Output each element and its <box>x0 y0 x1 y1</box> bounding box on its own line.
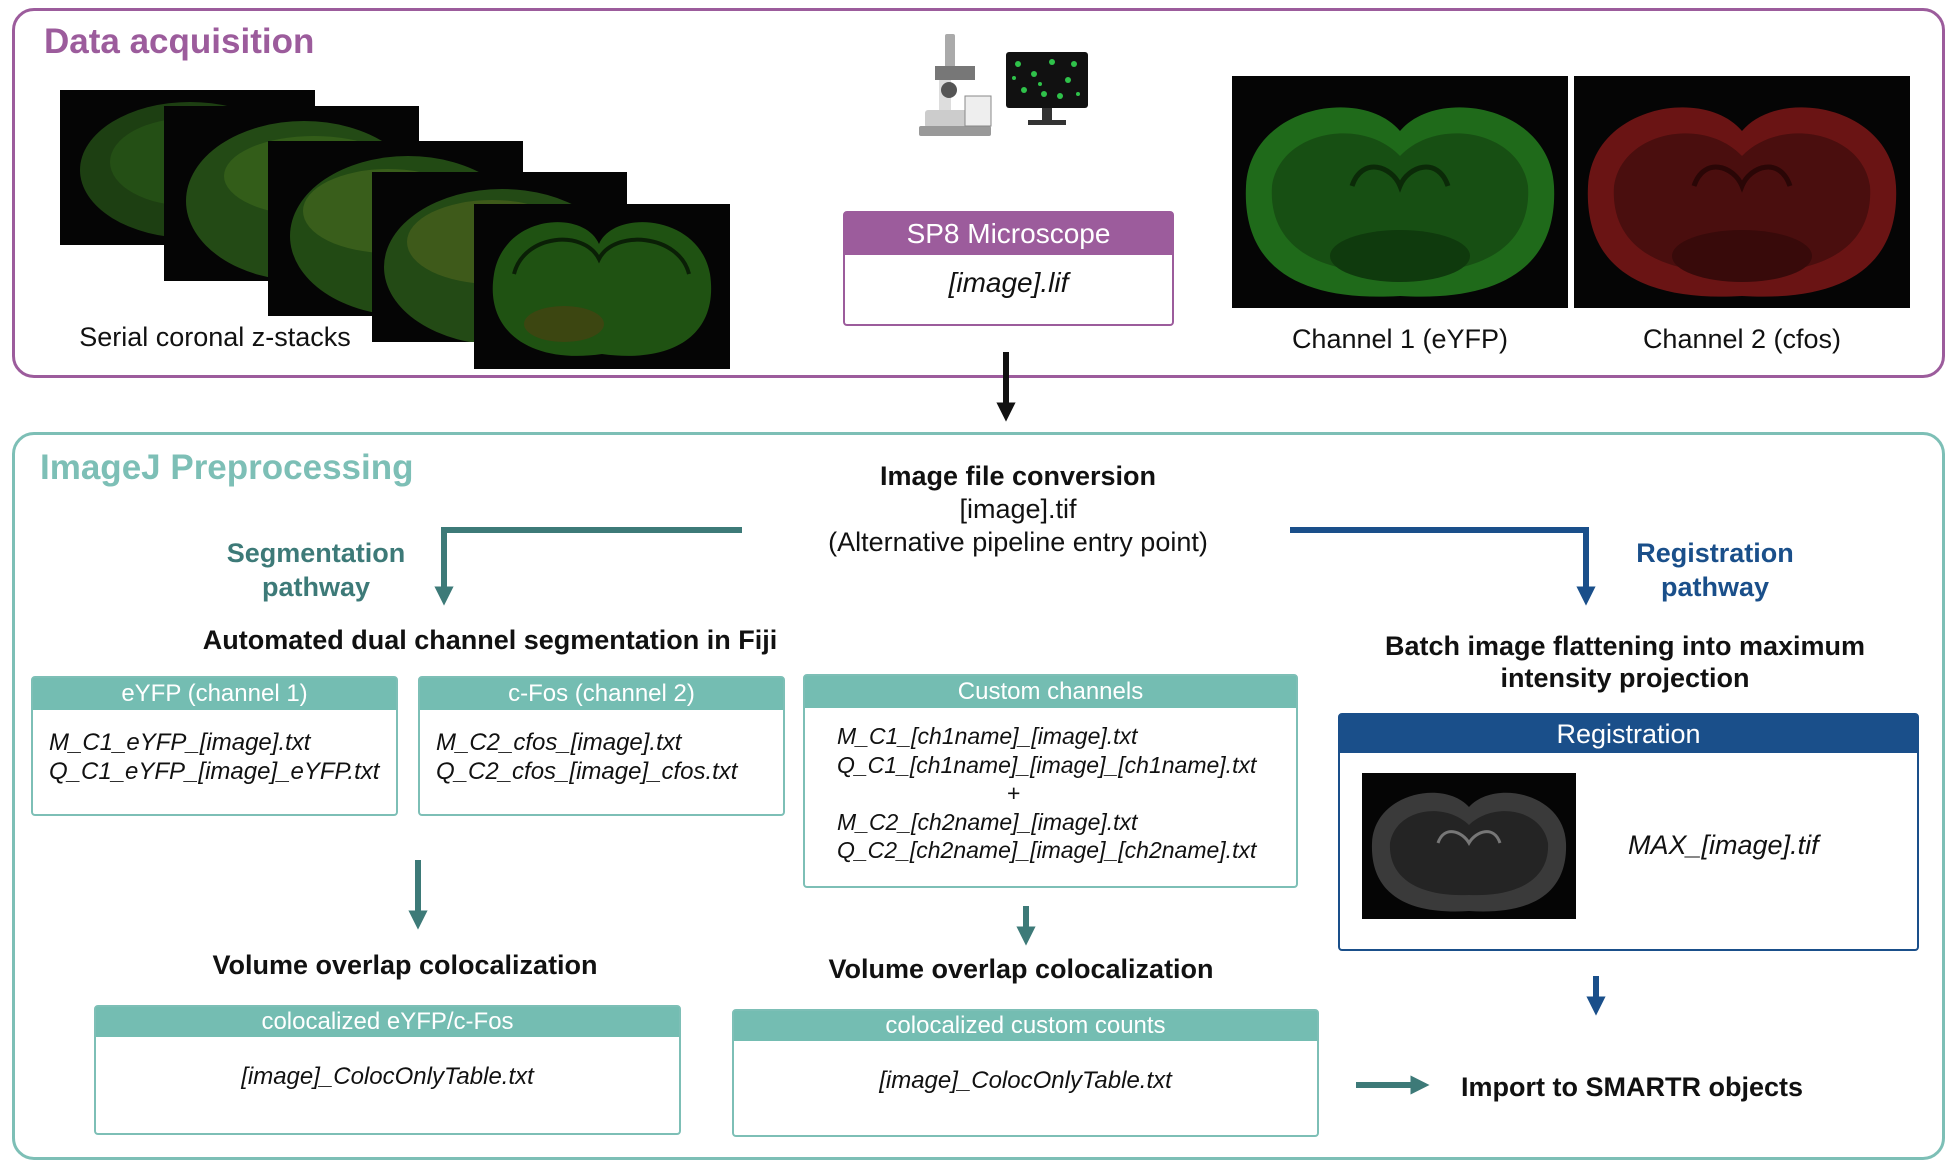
cfos-channel-box: c-Fos (channel 2) M_C2_cfos_[image].txt … <box>418 676 785 816</box>
data-acquisition-title: Data acquisition <box>44 22 315 61</box>
coloc-heading-mid: Volume overlap colocalization <box>828 954 1214 984</box>
conversion-heading: Image file conversion <box>879 461 1157 491</box>
cfos-q-file: Q_C2_cfos_[image]_cfos.txt <box>436 758 738 785</box>
coloc-custom-counts-box: colocalized custom counts [image]_ColocO… <box>732 1009 1319 1137</box>
custom-q-c1-file: Q_C1_[ch1name]_[image]_[ch1name].txt <box>837 751 1257 778</box>
flatten-heading: Batch image flattening into maximum inte… <box>1340 630 1910 694</box>
eyfp-m-file: M_C1_eYFP_[image].txt <box>49 729 311 756</box>
lif-file-label: [image].lif <box>948 267 1069 298</box>
custom-q-c2-file: Q_C2_[ch2name]_[image]_[ch2name].txt <box>837 837 1257 863</box>
eyfp-channel-box: eYFP (channel 1) M_C1_eYFP_[image].txt Q… <box>31 676 398 816</box>
max-projection-image <box>1362 773 1576 919</box>
coloc-left-header: colocalized eYFP/c-Fos <box>96 1007 679 1037</box>
max-tif-file: MAX_[image].tif <box>1628 830 1819 860</box>
eyfp-box-header: eYFP (channel 1) <box>33 678 396 710</box>
imagej-preprocessing-panel <box>12 432 1945 1160</box>
coloc-left-file: [image]_ColocOnlyTable.txt <box>241 1063 534 1090</box>
segmentation-heading: Automated dual channel segmentation in F… <box>202 625 778 655</box>
coloc-eyfp-cfos-box: colocalized eYFP/c-Fos [image]_ColocOnly… <box>94 1005 681 1135</box>
cfos-box-header: c-Fos (channel 2) <box>420 678 783 710</box>
sp8-microscope-box: SP8 Microscope [image].lif <box>843 211 1174 326</box>
eyfp-q-file: Q_C1_eYFP_[image]_eYFP.txt <box>49 758 380 785</box>
custom-m-c1-file: M_C1_[ch1name]_[image].txt <box>837 723 1138 749</box>
image-file-conversion: Image file conversion [image].tif (Alter… <box>760 460 1276 559</box>
channel1-eyfp-image <box>1232 76 1568 308</box>
microscope-icon <box>919 34 992 136</box>
custom-box-header: Custom channels <box>805 676 1296 708</box>
coloc-heading-left: Volume overlap colocalization <box>212 950 598 980</box>
conversion-entry-note: (Alternative pipeline entry point) <box>828 527 1208 557</box>
segmentation-pathway-label: Segmentation pathway <box>206 536 426 604</box>
custom-plus-sign: + <box>1007 780 1021 806</box>
channel2-cfos-image <box>1574 76 1910 308</box>
cfos-m-file: M_C2_cfos_[image].txt <box>436 729 682 756</box>
sp8-microscope-header: SP8 Microscope <box>845 213 1172 255</box>
registration-box: Registration MAX_[image].tif <box>1338 713 1919 951</box>
conversion-tif-file: [image].tif <box>959 494 1077 524</box>
coloc-mid-header: colocalized custom counts <box>734 1011 1317 1041</box>
monitor-icon <box>1006 52 1088 125</box>
imagej-preprocessing-title: ImageJ Preprocessing <box>40 448 414 487</box>
registration-pathway-label: Registration pathway <box>1605 536 1825 604</box>
registration-label-line2: pathway <box>1660 572 1770 602</box>
stack-slice-5 <box>474 204 730 369</box>
channel1-caption: Channel 1 (eYFP) <box>1291 324 1509 354</box>
custom-m-c2-file: M_C2_[ch2name]_[image].txt <box>837 808 1138 835</box>
flatten-heading-line2: intensity projection <box>1500 663 1750 693</box>
coloc-mid-file: [image]_ColocOnlyTable.txt <box>879 1067 1172 1094</box>
flatten-heading-line1: Batch image flattening into maximum <box>1384 631 1866 661</box>
channel2-caption: Channel 2 (cfos) <box>1642 324 1842 354</box>
registration-box-header: Registration <box>1340 715 1917 753</box>
segmentation-label-line2: pathway <box>261 572 371 602</box>
data-acquisition-panel <box>12 8 1945 378</box>
registration-label-line1: Registration <box>1636 538 1794 568</box>
segmentation-label-line1: Segmentation <box>226 538 406 568</box>
stack-caption: Serial coronal z-stacks <box>79 322 351 352</box>
custom-channels-box: Custom channels M_C1_[ch1name]_[image].t… <box>803 674 1298 888</box>
import-smartr-label: Import to SMARTR objects <box>1461 1072 1803 1102</box>
